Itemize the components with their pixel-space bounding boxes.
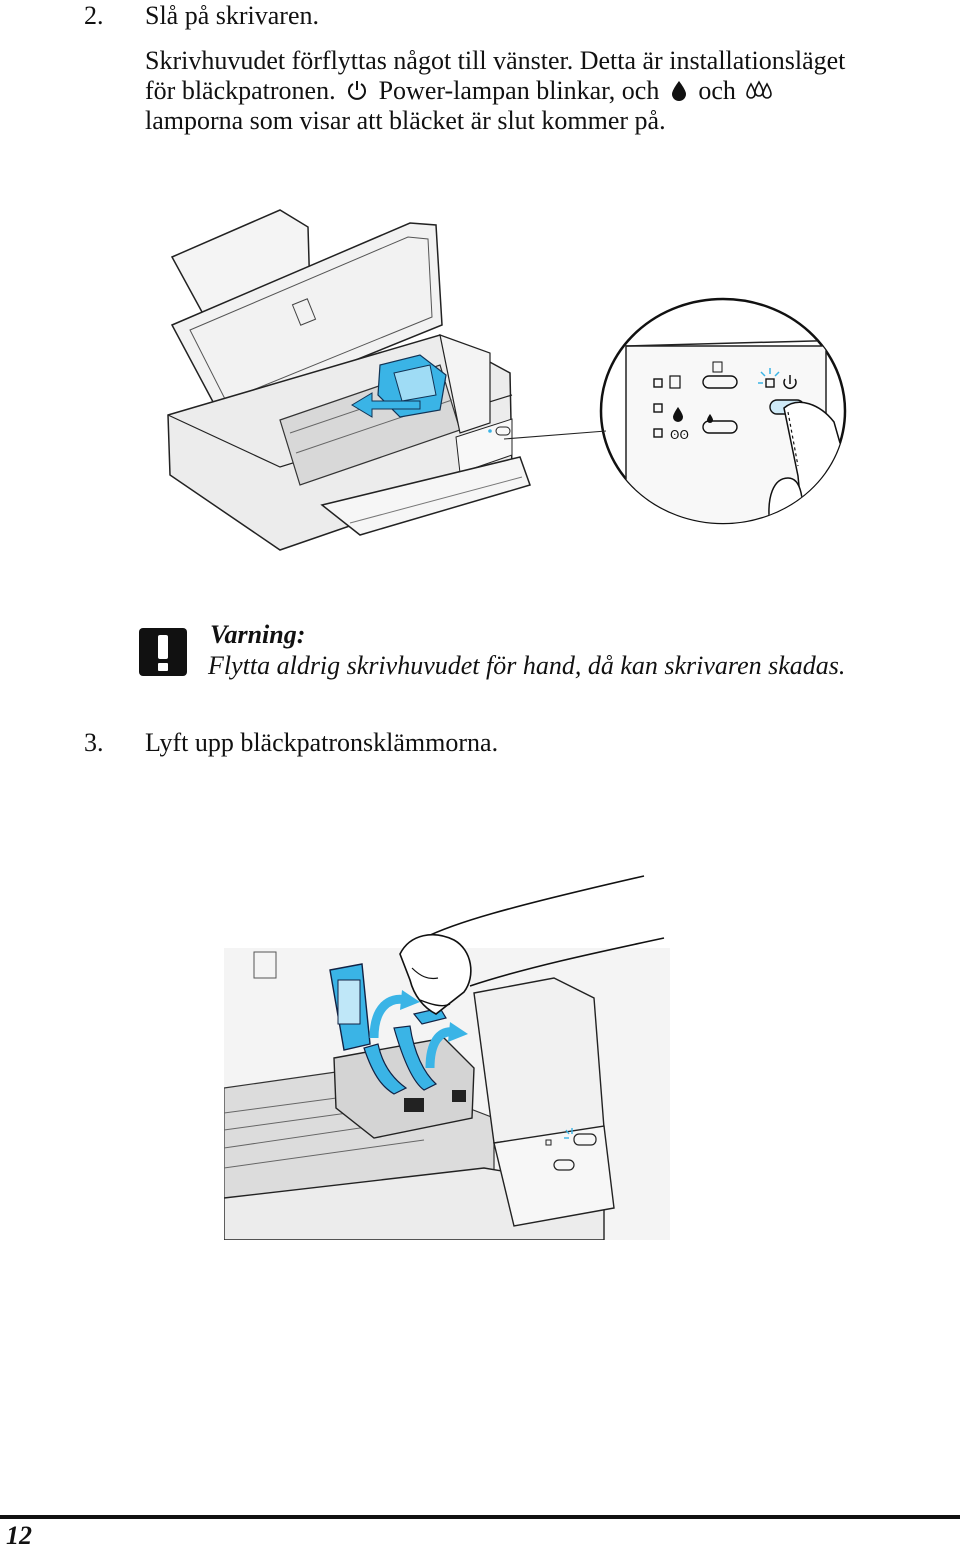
svg-text:ʘʘ: ʘʘ — [670, 428, 689, 442]
step-2-line-1: Skrivhuvudet förflyttas något till vänst… — [145, 46, 846, 75]
step-2-title: Slå på skrivaren. — [145, 1, 320, 30]
step-2-line-2: för bläckpatronen. Power-lampan blinkar,… — [145, 76, 776, 108]
step-2-line-2a: för bläckpatronen. — [145, 76, 336, 105]
step-2-number: 2. — [84, 1, 104, 30]
step-3-number: 3. — [84, 728, 104, 757]
step-3-title: Lyft upp bläckpatronsklämmorna. — [145, 728, 499, 757]
power-icon — [346, 78, 368, 108]
step-2-line-2c: och — [698, 76, 736, 105]
closeup-connector-line — [503, 430, 607, 440]
footer-rule — [0, 1515, 960, 1519]
warning-text: Flytta aldrig skrivhuvudet för hand, då … — [208, 651, 846, 680]
black-ink-drop-icon — [670, 78, 688, 108]
control-panel-closeup: ʘʘ — [599, 297, 847, 525]
step-2-line-3: lamporna som visar att bläcket är slut k… — [145, 106, 666, 135]
page-number: 12 — [6, 1521, 32, 1550]
step-2-line-2b: Power-lampan blinkar, och — [378, 76, 660, 105]
printer-illustration-open-cover — [167, 209, 531, 551]
color-ink-drops-icon — [746, 78, 773, 108]
warning-title: Varning: — [210, 620, 306, 649]
cartridge-clamp-illustration — [224, 875, 670, 1240]
exclamation-warning-icon — [139, 628, 187, 676]
